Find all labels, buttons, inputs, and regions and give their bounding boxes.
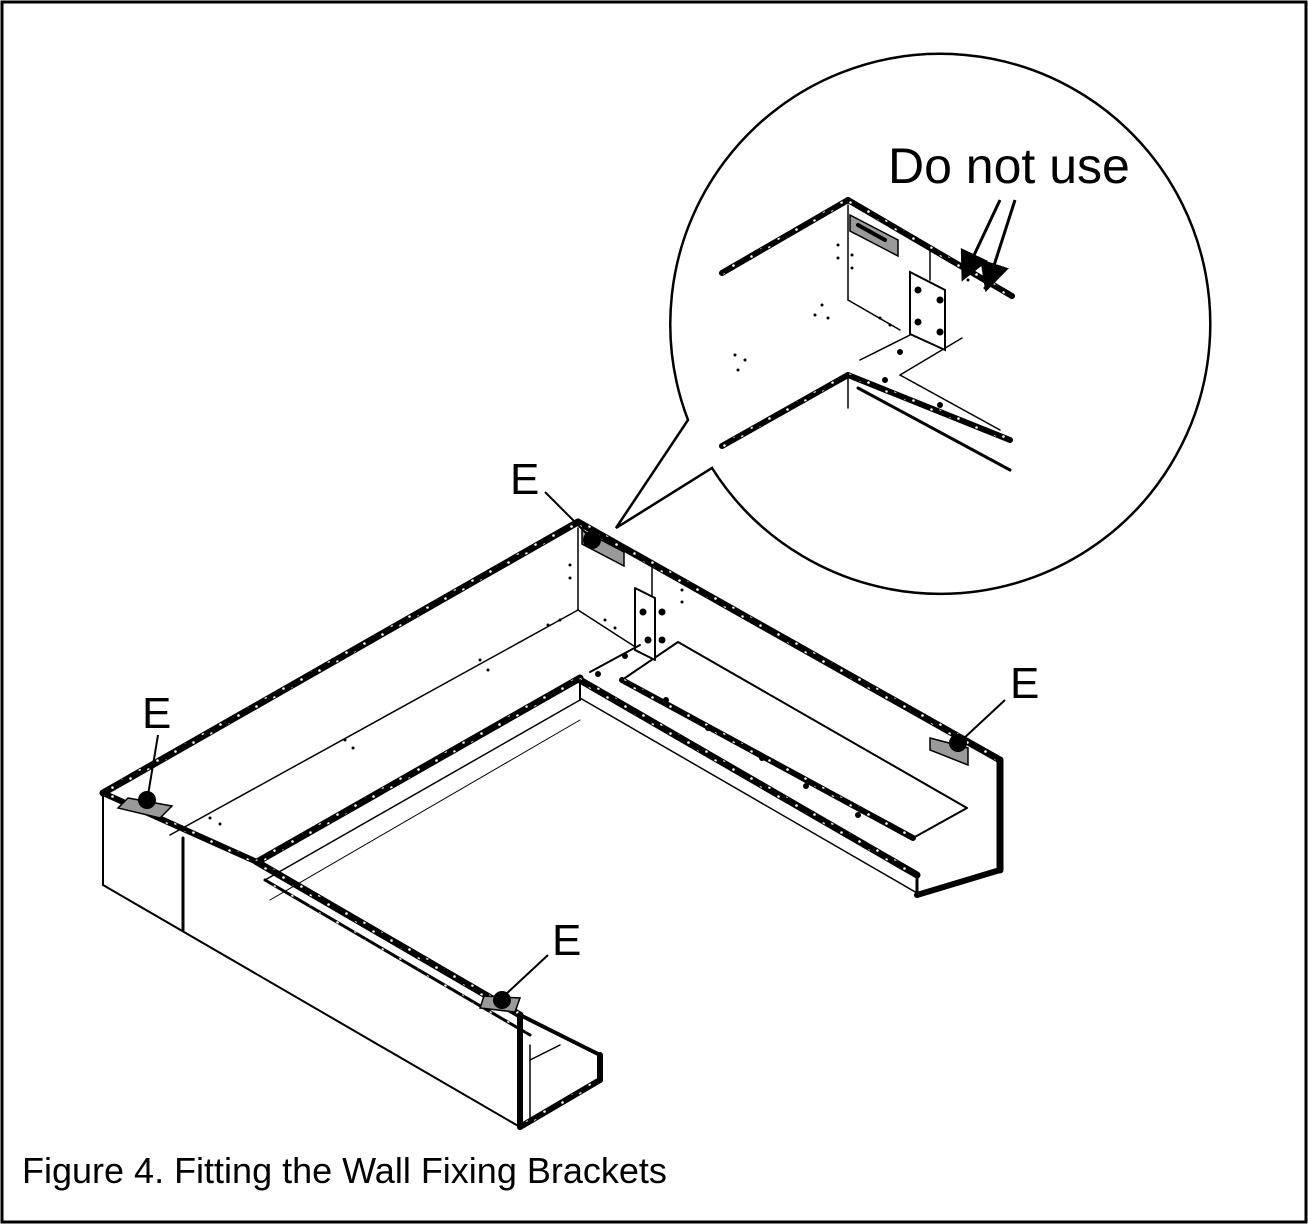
label-e-right: E [1010,659,1039,708]
label-e-left: E [142,689,171,738]
label-e-back: E [510,455,539,504]
detail-callout [614,52,1212,596]
bracket-front [478,991,522,1013]
bracket-back-corner [581,528,625,568]
screw-holes [208,563,861,826]
bracket-left [116,791,174,819]
frame-drawing [99,518,1004,1130]
figure-caption: Figure 4. Fitting the Wall Fixing Bracke… [22,1150,667,1191]
label-do-not-use: Do not use [888,138,1130,194]
leader-lines [147,491,1006,996]
label-e-front: E [552,916,581,965]
